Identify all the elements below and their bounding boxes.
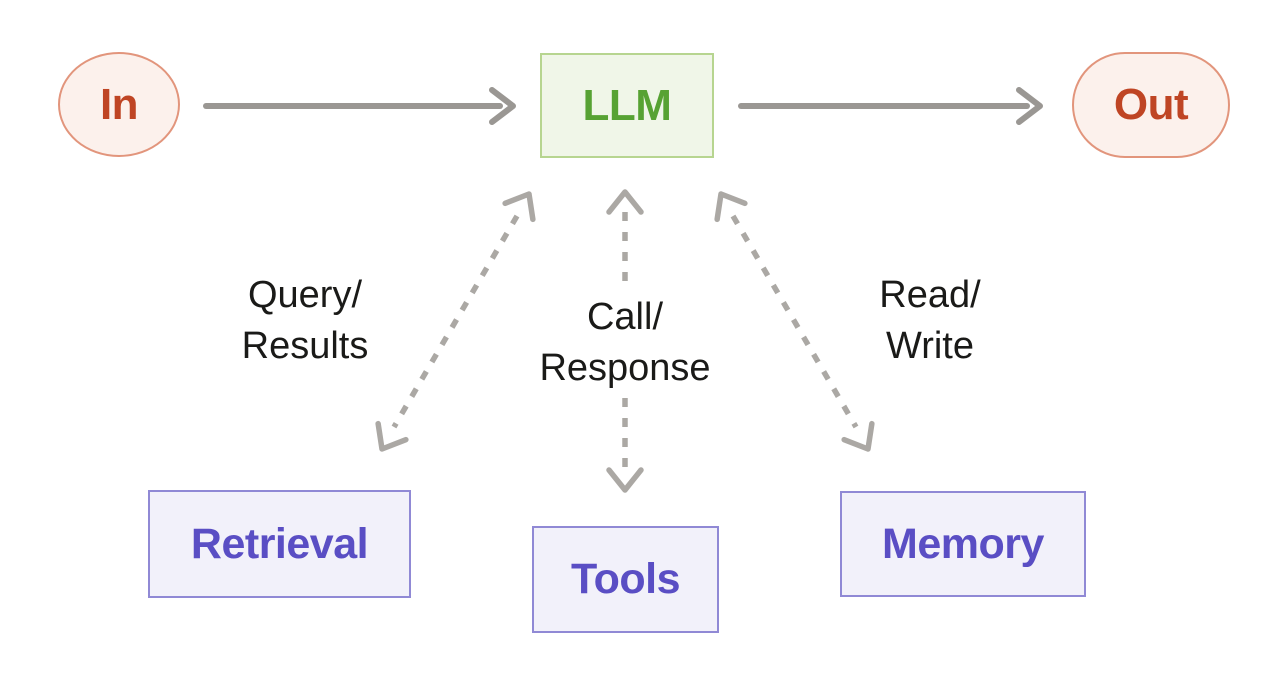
node-memory-label: Memory	[882, 519, 1044, 568]
dashed-arrow-llm-memory-icon	[714, 191, 875, 452]
node-retrieval: Retrieval	[148, 490, 411, 598]
node-llm-label: LLM	[582, 80, 672, 130]
edge-label-query-results: Query/ Results	[242, 270, 369, 372]
node-memory: Memory	[840, 491, 1086, 597]
edge-label-call-response-line2: Response	[539, 347, 711, 389]
edge-label-read-write-line1: Read/	[879, 274, 981, 316]
node-out: Out	[1072, 52, 1230, 158]
node-retrieval-label: Retrieval	[190, 519, 369, 568]
edge-label-call-response-line1: Call/	[586, 296, 664, 338]
arrow-llm-to-out-icon	[738, 87, 1043, 125]
node-out-label: Out	[1113, 80, 1189, 129]
node-in-label: In	[99, 79, 139, 129]
edge-label-read-write: Read/ Write	[879, 270, 980, 372]
node-llm: LLM	[540, 53, 714, 158]
arrow-in-to-llm-icon	[203, 87, 516, 125]
node-tools: Tools	[532, 526, 719, 633]
edge-label-call-response: Call/ Response	[539, 292, 710, 394]
dashed-arrow-llm-retrieval-icon	[375, 191, 536, 452]
edge-label-read-write-line2: Write	[886, 325, 974, 367]
edge-label-query-results-line1: Query/	[247, 274, 363, 316]
edge-label-query-results-line2: Results	[241, 325, 369, 367]
node-tools-label: Tools	[571, 555, 680, 603]
node-in: In	[58, 52, 180, 157]
